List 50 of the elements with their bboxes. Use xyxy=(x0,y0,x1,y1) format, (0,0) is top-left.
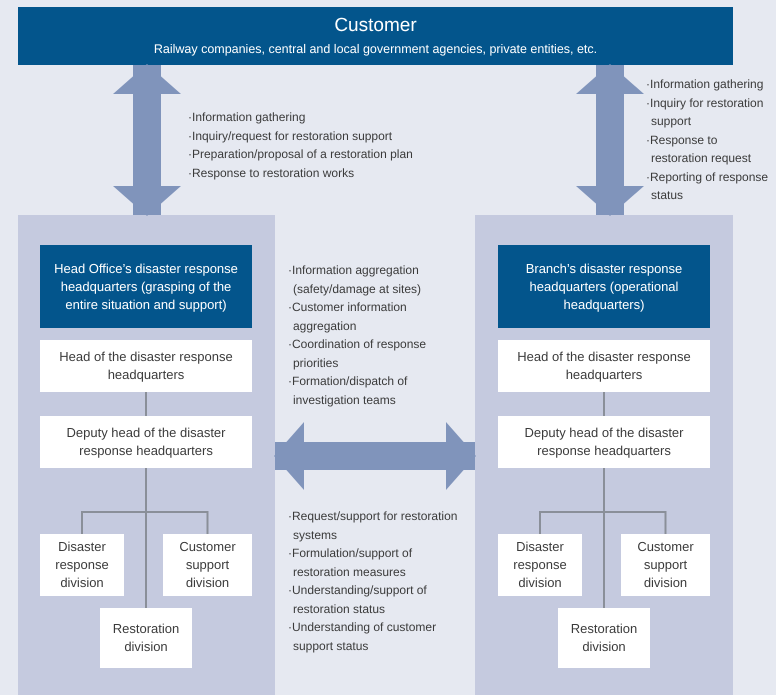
bullet-item: ·Response to restoration request xyxy=(646,132,752,167)
box-text: Head Office’s disaster response headquarters (grasping of the entire situation and support) xyxy=(53,260,239,314)
customer-banner xyxy=(18,7,733,65)
bullet-item: ·Understanding/support of restoration status xyxy=(288,582,428,618)
bullet-item: ·Preparation/proposal of a restoration plan xyxy=(188,146,414,163)
org-box xyxy=(40,534,124,596)
box-text: Branch’s disaster response headquarters (operational headquarters) xyxy=(524,260,684,314)
box-text: Restoration division xyxy=(112,620,180,656)
bullet-item: ·Coordination of response priorities xyxy=(288,336,428,372)
bullet-item: ·Request/support for restoration systems xyxy=(288,508,458,544)
bullet-item: ·Customer information aggregation xyxy=(288,299,408,334)
double-arrow xyxy=(576,64,644,216)
double-arrow xyxy=(113,64,181,216)
panel-background xyxy=(475,215,733,695)
connector-line xyxy=(603,392,605,416)
box-text: Customer support division xyxy=(178,538,237,592)
box-text: Restoration division xyxy=(570,620,638,656)
box-text: Deputy head of the disaster response headquarters xyxy=(66,424,226,460)
bullet-item: ·Inquiry/request for restoration support xyxy=(188,128,394,144)
bullet-item: ·Understanding of customer support status xyxy=(288,619,438,654)
box-text: Disaster response division xyxy=(512,538,568,592)
bullet-item: ·Information gathering xyxy=(646,76,764,93)
bullet-item: ·Response to restoration works xyxy=(188,164,356,182)
box-text: Customer support division xyxy=(636,538,695,592)
double-arrow xyxy=(274,422,476,490)
org-box xyxy=(558,608,650,668)
box-text: Deputy head of the disaster response headquarters xyxy=(524,424,684,460)
bullet-item: ·Formation/dispatch of investigation teams xyxy=(288,373,408,408)
bullet-item: ·Inquiry for restoration support xyxy=(646,94,764,130)
bullet-item: ·Reporting of response status xyxy=(646,168,770,204)
box-text: Head of the disaster response headquarters xyxy=(516,348,692,384)
org-box xyxy=(621,534,710,596)
box-text: Disaster response division xyxy=(54,538,110,592)
box-text: Head of the disaster response headquarters xyxy=(58,348,234,384)
headquarters-header xyxy=(40,245,252,328)
org-box xyxy=(498,534,582,596)
title-text: Customer xyxy=(334,14,417,38)
org-box xyxy=(100,608,192,668)
subtitle-text: Railway companies, central and local government agencies, private entities, etc. xyxy=(154,42,598,58)
headquarters-header xyxy=(498,245,710,328)
panel-background xyxy=(18,215,275,695)
org-box xyxy=(498,416,710,468)
bullet-item: ·Information aggregation (safety/damage at sites) xyxy=(288,262,422,298)
bullet-item: ·Formulation/support of restoration measures xyxy=(288,545,414,580)
org-box xyxy=(498,340,710,392)
bullet-item: ·Information gathering xyxy=(188,109,306,126)
org-box xyxy=(40,416,252,468)
org-box xyxy=(163,534,252,596)
org-box xyxy=(40,340,252,392)
connector-line xyxy=(145,392,147,416)
